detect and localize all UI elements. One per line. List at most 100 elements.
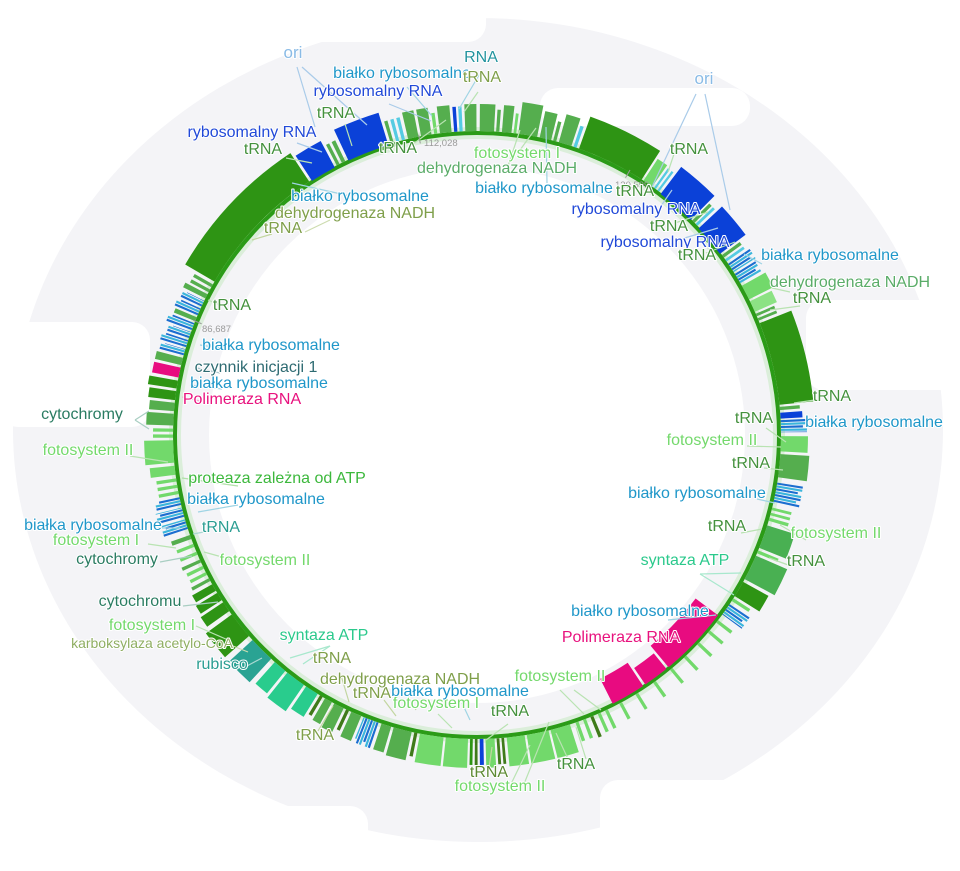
gene-segment-ribosomal[interactable] [780,428,807,431]
gene-segment[interactable] [741,272,774,300]
gene-segment[interactable] [757,310,778,321]
gene-segment[interactable] [152,361,181,378]
gene-segment-ribosomal[interactable] [355,717,368,744]
gene-segment-ribosomal[interactable] [158,497,180,504]
gene-segment-ribosomal[interactable] [723,611,745,627]
gene-segment[interactable] [291,686,318,717]
gene-segment[interactable] [152,434,173,438]
gene-segment[interactable] [312,698,332,725]
gene-segment-ribosomal[interactable] [163,527,188,537]
gene-segment[interactable] [716,620,733,634]
gene-segment[interactable] [308,695,323,716]
gene-segment[interactable] [755,305,776,317]
gene-segment[interactable] [183,282,208,299]
gene-segment[interactable] [759,525,795,559]
gene-segment-ribosomal[interactable] [739,269,762,284]
gene-segment[interactable] [171,535,192,546]
gene-segment[interactable] [553,121,562,142]
gene-segment-ribosomal[interactable] [728,249,751,266]
gene-segment[interactable] [501,737,507,764]
gene-segment-ribosomal[interactable] [725,608,743,623]
gene-segment[interactable] [181,559,202,571]
gene-segment[interactable] [518,102,544,137]
gene-segment[interactable] [731,598,751,612]
gene-segment[interactable] [267,672,304,712]
gene-segment-ribosomal[interactable] [165,332,189,342]
gene-segment[interactable] [390,118,400,142]
gene-segment[interactable] [619,702,631,720]
gene-segment[interactable] [575,721,586,742]
gene-segment[interactable] [185,153,310,282]
gene-segment-ribosomal[interactable] [364,721,376,748]
gene-segment[interactable] [192,584,216,603]
gene-segment[interactable] [147,375,178,389]
gene-segment-ribosomal[interactable] [156,512,184,521]
gene-segment-ribosomal[interactable] [159,509,183,517]
gene-segment-ribosomal[interactable] [367,722,379,749]
gene-segment[interactable] [550,724,579,759]
gene-segment[interactable] [657,171,674,192]
gene-segment[interactable] [190,279,211,293]
gene-segment-ribosomal[interactable] [157,514,185,524]
gene-segment[interactable] [780,411,803,419]
gene-segment[interactable] [778,454,810,482]
gene-segment[interactable] [193,274,213,288]
gene-segment[interactable] [722,242,742,258]
gene-segment[interactable] [228,640,272,683]
gene-segment[interactable] [146,411,174,426]
gene-segment[interactable] [452,106,458,132]
gene-segment[interactable] [744,555,788,596]
gene-segment-ribosomal[interactable] [780,418,807,423]
gene-segment[interactable] [770,512,791,521]
gene-segment[interactable] [479,738,484,765]
gene-segment-ribosomal[interactable] [160,343,185,353]
gene-segment[interactable] [149,400,175,412]
gene-segment-ribosomal[interactable] [780,425,803,428]
gene-segment-ribosomal[interactable] [155,507,182,515]
gene-segment[interactable] [321,703,344,733]
gene-segment-ribosomal[interactable] [363,720,373,743]
gene-segment-ribosomal[interactable] [781,431,808,433]
gene-segment[interactable] [200,602,230,627]
gene-segment-ribosomal[interactable] [776,485,803,492]
gene-segment[interactable] [513,113,519,134]
gene-segment[interactable] [590,715,602,738]
gene-segment[interactable] [458,106,463,132]
gene-segment[interactable] [474,739,478,766]
gene-segment-ribosomal[interactable] [172,325,191,333]
gene-segment[interactable] [144,440,175,466]
gene-segment[interactable] [156,478,177,485]
gene-segment[interactable] [157,484,178,492]
gene-segment-ribosomal[interactable] [731,256,751,271]
gene-segment[interactable] [331,140,346,163]
gene-segment[interactable] [660,166,715,220]
gene-segment[interactable] [526,730,556,764]
gene-segment[interactable] [255,662,286,694]
gene-segment-ribosomal[interactable] [737,268,757,281]
gene-segment[interactable] [768,517,789,527]
gene-segment[interactable] [205,614,249,658]
gene-segment-ribosomal[interactable] [355,717,365,739]
gene-segment-ribosomal[interactable] [775,491,802,499]
gene-segment[interactable] [153,428,174,432]
gene-segment[interactable] [496,738,502,765]
gene-segment[interactable] [189,572,208,584]
gene-segment[interactable] [692,203,712,223]
gene-segment[interactable] [707,630,724,645]
gene-segment[interactable] [771,507,792,516]
gene-segment-ribosomal[interactable] [160,519,186,528]
gene-segment-ribosomal[interactable] [155,500,181,508]
gene-segment[interactable] [384,120,394,144]
gene-segment[interactable] [643,158,668,187]
gene-segment[interactable] [148,387,177,401]
gene-segment[interactable] [650,598,718,668]
gene-segment[interactable] [597,712,609,733]
gene-segment-ribosomal[interactable] [167,328,190,338]
gene-segment[interactable] [402,110,419,139]
gene-segment-ribosomal[interactable] [166,318,193,330]
gene-segment[interactable] [409,732,418,757]
gene-segment[interactable] [479,104,496,132]
gene-segment-ribosomal[interactable] [186,292,205,302]
gene-segment-ribosomal[interactable] [733,257,756,273]
gene-segment-ribosomal[interactable] [174,303,199,316]
